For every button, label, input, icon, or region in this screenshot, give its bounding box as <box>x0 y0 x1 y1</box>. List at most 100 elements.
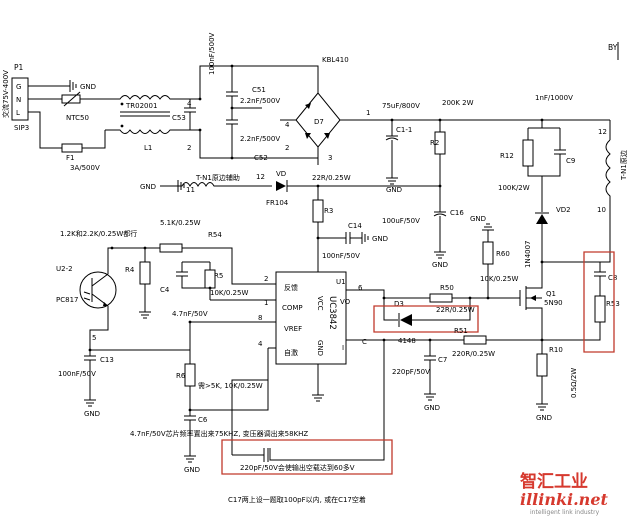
num-3: 3 <box>328 154 332 162</box>
pin-vcc: VCC <box>316 296 324 311</box>
mosfet-q1: Q1 5N90 <box>519 262 563 340</box>
r54-value: 5.1K/0.25W <box>160 219 201 227</box>
pin-6: 6 <box>358 284 363 292</box>
c6-label: C6 <box>198 416 208 424</box>
r6-value: 需>5K, 10K/0.25W <box>198 382 263 390</box>
r5-label: R5 <box>214 272 223 280</box>
pc817-label: PC817 <box>56 296 78 304</box>
num-11: 11 <box>186 186 195 194</box>
uc3842-label: UC3842 <box>327 296 337 330</box>
num-4-b: 4 <box>285 121 290 129</box>
pin-vo: VO <box>340 298 351 306</box>
c53-label: C53 <box>172 114 186 122</box>
gnd-r10: GND <box>536 414 552 422</box>
connector-p1: P1 G N L SIP3 交流75V-400V <box>1 63 29 132</box>
c16-value: 100uF/50V <box>382 217 420 225</box>
c7-value: 220pF/50V <box>392 368 430 376</box>
pin-feedback: 反馈 <box>284 283 298 292</box>
r53-label: R53 <box>606 300 620 308</box>
d7-label: D7 <box>314 118 324 126</box>
c11-label: C1-1 <box>396 126 412 134</box>
c51-value: 2.2nF/500V <box>240 97 280 105</box>
vd2-label: VD2 <box>556 206 571 214</box>
gnd-c6: GND <box>184 466 200 474</box>
watermark-cn: 智汇工业 <box>520 471 588 492</box>
num-5: 5 <box>92 334 96 342</box>
resistor-r60 <box>482 241 494 265</box>
pin-self: 自激 <box>284 348 298 357</box>
r51-label: R51 <box>454 327 468 335</box>
c4-label: C4 <box>160 286 170 294</box>
d3-value: 4148 <box>398 337 416 345</box>
num-1: 1 <box>366 109 370 117</box>
p1-sip3: SIP3 <box>14 124 29 132</box>
r10-label: R10 <box>549 346 563 354</box>
resistor-r50 <box>429 293 453 303</box>
p1-pin-l: L <box>16 109 20 117</box>
c16-label: C16 <box>450 209 464 217</box>
gnd-p1: GND <box>80 83 96 91</box>
p1-pin-g: G <box>16 83 21 91</box>
gnd-aux: GND <box>140 183 156 191</box>
gnd-c13: GND <box>84 410 100 418</box>
p1-pin-n: N <box>16 96 21 104</box>
r60-value: 10K/0.25W <box>480 275 518 283</box>
r50-value: 22R/0.25W <box>436 306 475 314</box>
num-2-b: 2 <box>285 144 289 152</box>
num-10: 10 <box>597 206 606 214</box>
vd-label: VD <box>276 170 286 178</box>
r5-value: 10K/0.25W <box>210 289 248 297</box>
c4-value: 4.7nF/50V <box>172 310 208 318</box>
q1-label: Q1 <box>546 290 556 298</box>
r3-label: R3 <box>324 207 333 215</box>
c51-label: C51 <box>252 86 266 94</box>
r10-value: 0.5Ω/2W <box>570 368 578 398</box>
pin-i: I <box>342 344 344 352</box>
watermark-logo: 智汇工业 illinki.net intelligent link indust… <box>520 471 608 516</box>
gnd-r60: GND <box>470 215 486 223</box>
num-2-a: 2 <box>187 144 191 152</box>
f1-label: F1 <box>66 154 74 162</box>
tn1-aux-label: T-N1原边辅助 <box>195 173 240 182</box>
snubber-highlight <box>583 251 615 353</box>
resistor-r53 <box>594 295 606 323</box>
resistor-r3 <box>312 199 324 223</box>
kbl410-label: KBL410 <box>322 56 349 64</box>
bottom-note: C17两上设一题取100pF以内, 或在C17空着 <box>228 495 366 504</box>
r4-label: R4 <box>125 266 135 274</box>
p1-label: P1 <box>14 63 24 72</box>
ntc50-thermistor <box>61 94 81 104</box>
pin-2: 2 <box>264 275 268 283</box>
num-12-top: 12 <box>598 128 607 136</box>
u1-label: U1 <box>336 278 346 286</box>
r60-label: R60 <box>496 250 510 258</box>
ntc50-label: NTC50 <box>66 114 89 122</box>
c14-label: C14 <box>348 222 362 230</box>
c8-label: C8 <box>608 274 617 282</box>
gnd-c7: GND <box>424 404 440 412</box>
resistor-r10 <box>536 353 548 377</box>
pin-vref: VREF <box>284 325 302 333</box>
n4007-label: 1N4007 <box>524 240 532 268</box>
c17-note: 220pF/50V会使输出空载达到60多V <box>240 463 355 472</box>
r2-value: 200K 2W <box>442 99 474 107</box>
resistor-r4 <box>139 261 151 285</box>
l1-label: L1 <box>144 144 152 152</box>
r2-label: R2 <box>430 139 439 147</box>
d3-label: D3 <box>394 300 404 308</box>
watermark-en: illinki.net <box>520 490 608 509</box>
svg-text:4: 4 <box>258 340 263 348</box>
r51-value: 220R/0.25W <box>452 350 495 358</box>
u2-label: U2-2 <box>56 265 73 273</box>
c7-label: C7 <box>438 356 447 364</box>
resistor-r54 <box>159 243 183 253</box>
r54-label: R54 <box>208 231 222 239</box>
r22-value: 22R/0.25W <box>312 174 351 182</box>
fuse-f1 <box>61 143 83 153</box>
d3-highlight <box>373 305 479 333</box>
pin-3-i: C <box>362 338 367 346</box>
fr104-label: FR104 <box>266 199 289 207</box>
gnd-c11: GND <box>386 186 402 194</box>
